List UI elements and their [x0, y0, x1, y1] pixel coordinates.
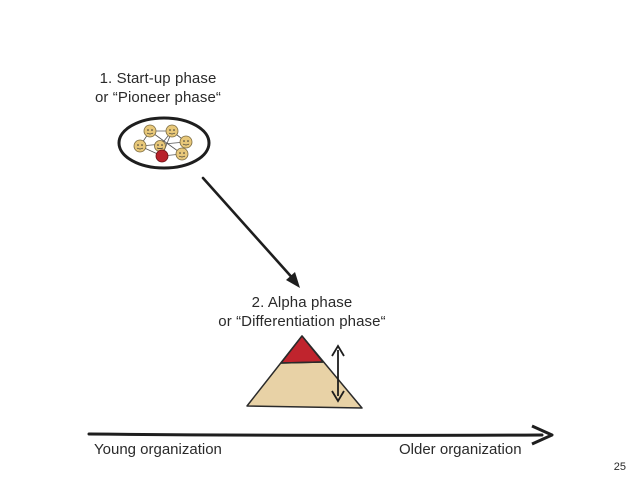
leader-face-icon	[155, 149, 169, 163]
face-icon	[175, 147, 189, 161]
face-icon	[154, 140, 166, 152]
phase-1-label: 1. Start-up phase or “Pioneer phase“	[82, 69, 234, 107]
phase-2-label: 2. Alpha phase or “Differentiation phase…	[214, 293, 390, 331]
double-arrow-icon	[331, 344, 345, 403]
phase-1-title: 1. Start-up phase	[99, 70, 217, 87]
phase-2-title: 2. Alpha phase	[251, 294, 353, 311]
face-icon	[179, 135, 193, 149]
hierarchy-pyramid-illustration	[246, 335, 363, 409]
page-number: 25	[613, 461, 626, 473]
transition-arrow	[201, 176, 300, 288]
timeline-arrow	[87, 424, 554, 446]
pioneer-circle-illustration	[117, 116, 211, 170]
young-organization-label: Young organization	[94, 441, 222, 458]
face-icon	[165, 124, 179, 138]
face-icon	[143, 124, 157, 138]
face-icon	[133, 139, 147, 153]
phase-1-subtitle: or “Pioneer phase“	[94, 89, 222, 106]
phase-2-subtitle: or “Differentiation phase“	[218, 313, 386, 330]
older-organization-label: Older organization	[399, 441, 522, 458]
face-icons	[133, 124, 193, 163]
